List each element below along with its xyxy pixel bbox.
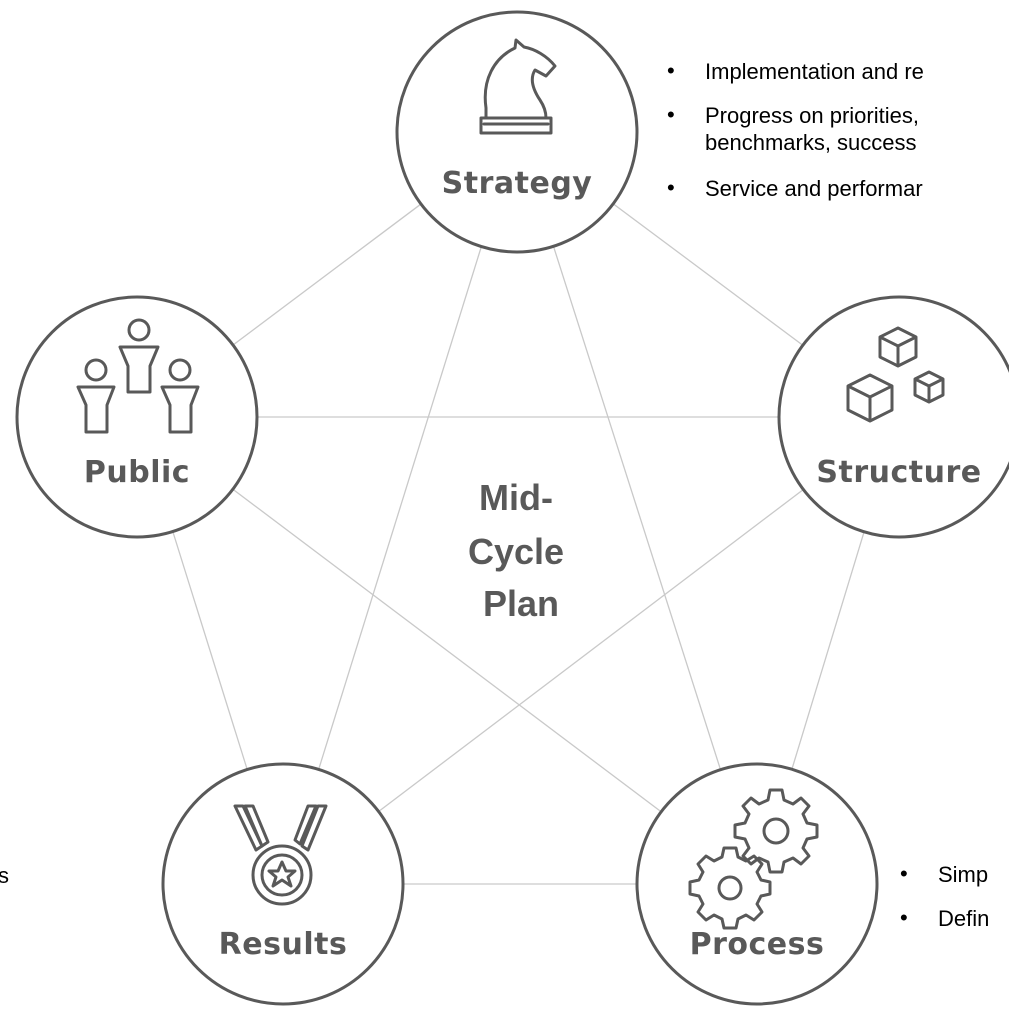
connector-strategy-process	[516, 131, 758, 885]
node-structure: Structure	[777, 295, 1009, 539]
people-icon	[76, 318, 200, 434]
node-strategy-label: Strategy	[442, 166, 593, 201]
process-bullet-1: Simp	[938, 862, 989, 887]
node-structure-label: Structure	[816, 455, 981, 490]
center-label-line-1: Mid-	[479, 477, 553, 518]
node-process: Process	[635, 762, 879, 1006]
node-process-label: Process	[690, 927, 825, 962]
process-bullet-2: Defin	[938, 906, 990, 931]
results-text-fragment: s	[0, 863, 9, 888]
gears-icon	[688, 788, 819, 930]
node-process-circle	[635, 762, 879, 1006]
center-label-line-2: Cycle	[468, 531, 564, 572]
node-results-circle	[161, 762, 405, 1006]
node-public-circle	[15, 295, 259, 539]
center-label-line-3: Plan	[483, 583, 559, 624]
bullet-dot: •	[667, 175, 675, 200]
cubes-icon	[846, 326, 945, 423]
bullet-dot: •	[900, 905, 908, 930]
node-structure-circle	[777, 295, 1009, 539]
node-public-label: Public	[84, 455, 190, 490]
strategy-bullet-2-continued: benchmarks, success	[705, 130, 917, 155]
strategy-bullet-1: Implementation and re	[705, 59, 924, 84]
medal-icon	[233, 804, 328, 906]
bullet-dot: •	[667, 102, 675, 127]
node-strategy: Strategy	[395, 10, 639, 254]
center-label: Mid- Cycle Plan	[468, 477, 574, 624]
node-results-label: Results	[219, 927, 348, 962]
chess-knight-icon	[479, 38, 557, 135]
node-public: Public	[15, 295, 259, 539]
connector-public-process	[136, 416, 758, 885]
bullet-dot: •	[900, 861, 908, 886]
node-results: Results	[161, 762, 405, 1006]
strategy-bullet-3: Service and performar	[705, 176, 923, 201]
bullet-dot: •	[667, 58, 675, 83]
connector-results-structure	[282, 416, 900, 885]
connector-strategy-results	[282, 131, 518, 885]
strategy-bullet-2: Progress on priorities,	[705, 103, 919, 128]
